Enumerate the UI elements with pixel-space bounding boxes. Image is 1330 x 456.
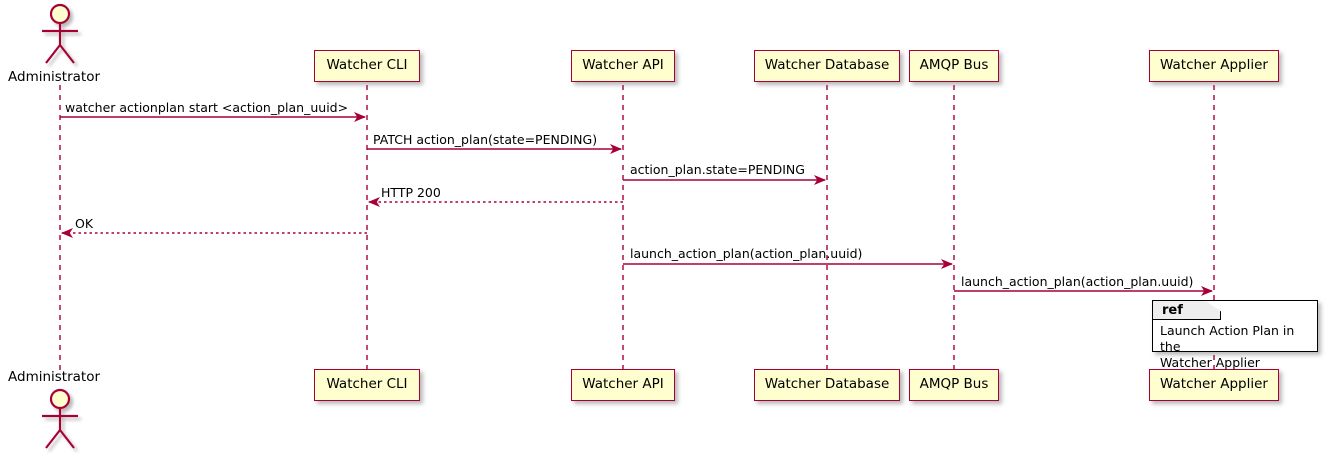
participant-box-cli-bottom[interactable]: Watcher CLI — [314, 369, 420, 401]
messages — [60, 112, 1213, 296]
message-label-5: OK — [75, 216, 94, 231]
ref-fragment: ref Launch Action Plan in the Watcher Ap… — [1152, 300, 1318, 370]
message-label-3: action_plan.state=PENDING — [630, 162, 805, 177]
participant-box-db-bottom[interactable]: Watcher Database — [754, 369, 900, 401]
message-label-2: PATCH action_plan(state=PENDING) — [373, 132, 598, 147]
message-label-1: watcher actionplan start <action_plan_uu… — [65, 100, 349, 115]
participant-label: Watcher CLI — [326, 376, 408, 393]
participant-label: Watcher Applier — [1160, 376, 1268, 393]
participant-label: Watcher API — [582, 376, 664, 393]
actor-admin-bottom — [42, 388, 78, 449]
participant-label: Watcher CLI — [326, 57, 408, 74]
participant-box-api-bottom[interactable]: Watcher API — [571, 369, 675, 401]
message-label-6: launch_action_plan(action_plan.uuid) — [630, 246, 863, 261]
participant-label: Watcher API — [582, 57, 664, 74]
message-label-7: launch_action_plan(action_plan.uuid) — [961, 274, 1194, 289]
participant-label: AMQP Bus — [919, 57, 989, 74]
participant-label: AMQP Bus — [919, 376, 989, 393]
actor-admin-top — [42, 3, 78, 64]
actor-label-admin-bottom: Administrator — [8, 369, 101, 385]
ref-fragment-tab: ref — [1153, 301, 1221, 320]
participant-label: Watcher Database — [764, 376, 890, 393]
ref-fragment-body: Launch Action Plan in the Watcher Applie… — [1160, 323, 1295, 370]
participant-box-amqp-top[interactable]: AMQP Bus — [909, 50, 999, 82]
lifelines — [59, 85, 1215, 370]
actor-label-admin-top: Administrator — [8, 69, 101, 85]
participant-box-applier-top[interactable]: Watcher Applier — [1149, 50, 1279, 82]
participant-box-cli-top[interactable]: Watcher CLI — [314, 50, 420, 82]
participant-box-db-top[interactable]: Watcher Database — [754, 50, 900, 82]
participant-box-applier-bottom[interactable]: Watcher Applier — [1149, 369, 1279, 401]
message-label-4: HTTP 200 — [381, 185, 441, 200]
participant-label: Watcher Applier — [1160, 57, 1268, 74]
participant-box-amqp-bottom[interactable]: AMQP Bus — [909, 369, 999, 401]
participant-box-api-top[interactable]: Watcher API — [571, 50, 675, 82]
ref-fragment-tab-label: ref — [1162, 302, 1183, 318]
participant-label: Watcher Database — [764, 57, 890, 74]
